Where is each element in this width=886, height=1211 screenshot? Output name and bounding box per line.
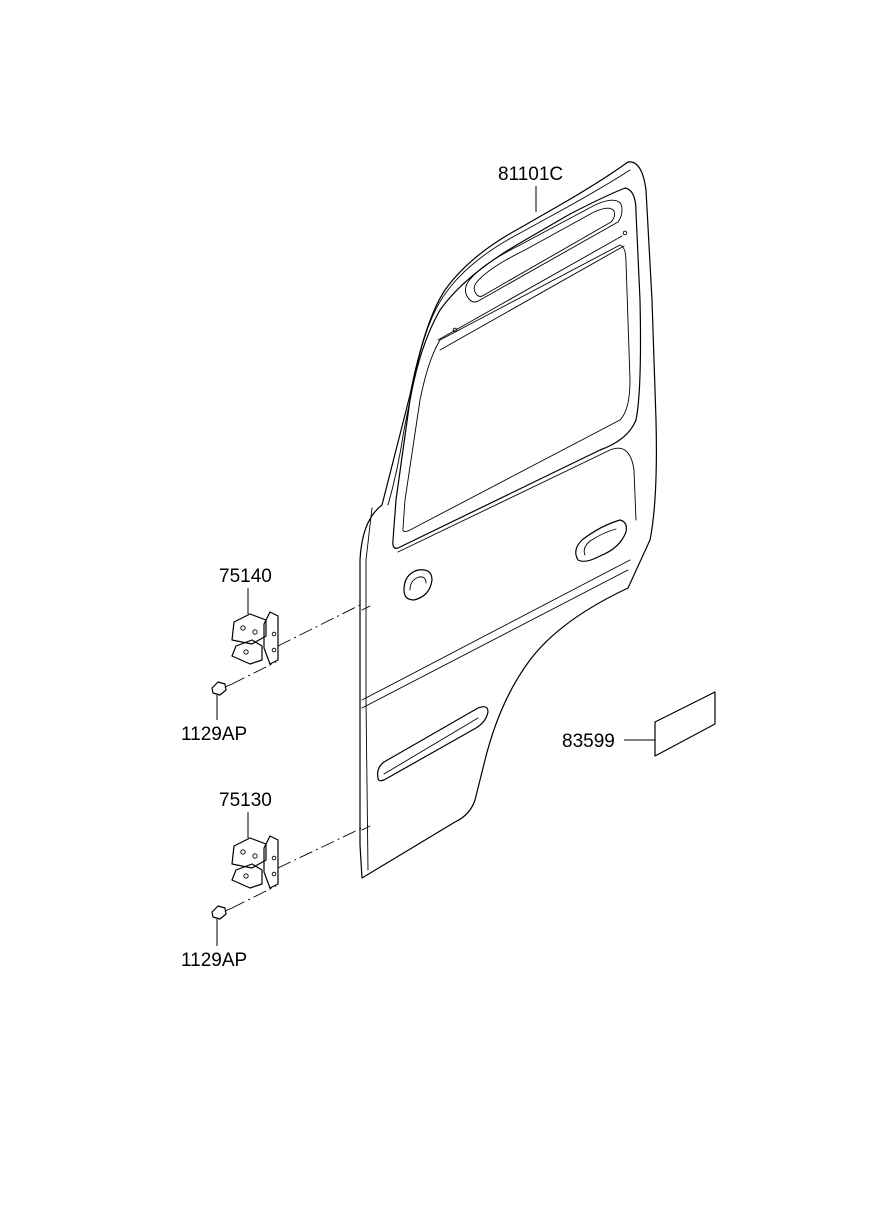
upper-bolt[interactable]: [211, 681, 233, 696]
hinge-hole: [240, 849, 246, 855]
label-plate-outline: [654, 691, 716, 757]
quarter-window-inner: [473, 207, 616, 297]
hinge-hole: [252, 853, 258, 859]
lower-hinge-assembly-line: [277, 827, 363, 869]
upper-hinge-body: [231, 613, 267, 645]
hinge-hole: [252, 629, 258, 635]
door-outer-outline: [359, 161, 657, 879]
hinge-hole: [271, 871, 277, 877]
label-upper-hinge: 75140: [219, 566, 272, 587]
lower-hinge-lower-leaf: [231, 863, 263, 889]
lower-bolt-shank: [224, 907, 233, 912]
lower-bolt-head: [211, 905, 227, 920]
label-label-plate: 83599: [562, 731, 615, 752]
lower-bolt-assembly-line: [231, 885, 277, 909]
upper-hinge-lower-leaf: [231, 639, 263, 665]
label-door-panel: 81101C: [498, 164, 563, 185]
window-divider: [437, 235, 625, 351]
lower-hinge-leaf: [263, 835, 279, 889]
hinge-hole: [243, 649, 249, 655]
upper-hinge-assembly-line: [277, 603, 363, 647]
lock-cylinder: [403, 569, 433, 601]
lower-bolt[interactable]: [211, 905, 233, 920]
upper-bolt-head: [211, 681, 227, 696]
window-glass: [402, 244, 631, 533]
frame-rivet: [452, 327, 458, 333]
hinge-hole: [243, 873, 249, 879]
side-molding: [377, 706, 489, 782]
hinge-hole: [271, 647, 277, 653]
label-upper-bolt: 1129AP: [181, 724, 247, 745]
door-handle-recess: [583, 528, 617, 556]
hinge-hole: [271, 631, 277, 637]
label-lower-hinge: 75130: [219, 790, 272, 811]
side-molding-inner: [383, 717, 479, 775]
label-plate[interactable]: [654, 691, 716, 757]
upper-hinge[interactable]: [231, 611, 279, 665]
hinge-hole: [271, 855, 277, 861]
hinge-mount-edge: [361, 605, 371, 831]
door-handle: [575, 519, 627, 562]
label-lower-bolt: 1129AP: [181, 950, 247, 971]
upper-bolt-shank: [224, 683, 233, 688]
belt-line: [397, 447, 637, 553]
lower-hinge-body: [231, 837, 267, 869]
upper-bolt-assembly-line: [231, 661, 277, 685]
body-crease: [361, 559, 631, 709]
quarter-window: [465, 199, 623, 303]
frame-rivet: [622, 230, 628, 236]
lock-cylinder-inner: [409, 576, 427, 591]
window-frame-outer: [392, 187, 642, 549]
door-panel[interactable]: [359, 161, 657, 879]
upper-hinge-leaf: [263, 611, 279, 665]
lower-hinge[interactable]: [231, 835, 279, 889]
hinge-hole: [240, 625, 246, 631]
door-outer-contour: [365, 169, 631, 871]
